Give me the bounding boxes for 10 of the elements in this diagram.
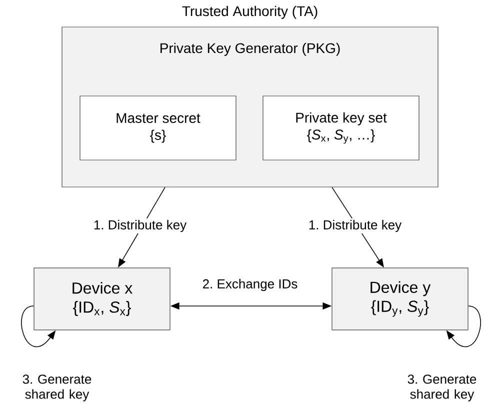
edge-label: 3. Generate shared key xyxy=(22,374,92,402)
node-label: Trusted Authority (TA) xyxy=(182,6,318,19)
key-store-box: Private key set {S$_{x}$, S$_{y}$, …} xyxy=(262,96,420,160)
edge-label: 1. Distribute key xyxy=(309,220,402,232)
device-box: Device y {ID$_{y}$, S$_{y}$} xyxy=(332,268,468,330)
device-box: Device x {ID$_{x}$, S$_{x}$} xyxy=(34,268,170,330)
edge-label: 2. Exchange IDs xyxy=(202,278,298,292)
key-store-box: Master secret {s} xyxy=(80,96,236,160)
edge-label: 1. Distribute key xyxy=(94,220,187,232)
edge-label: 3. Generate shared key xyxy=(408,374,476,402)
